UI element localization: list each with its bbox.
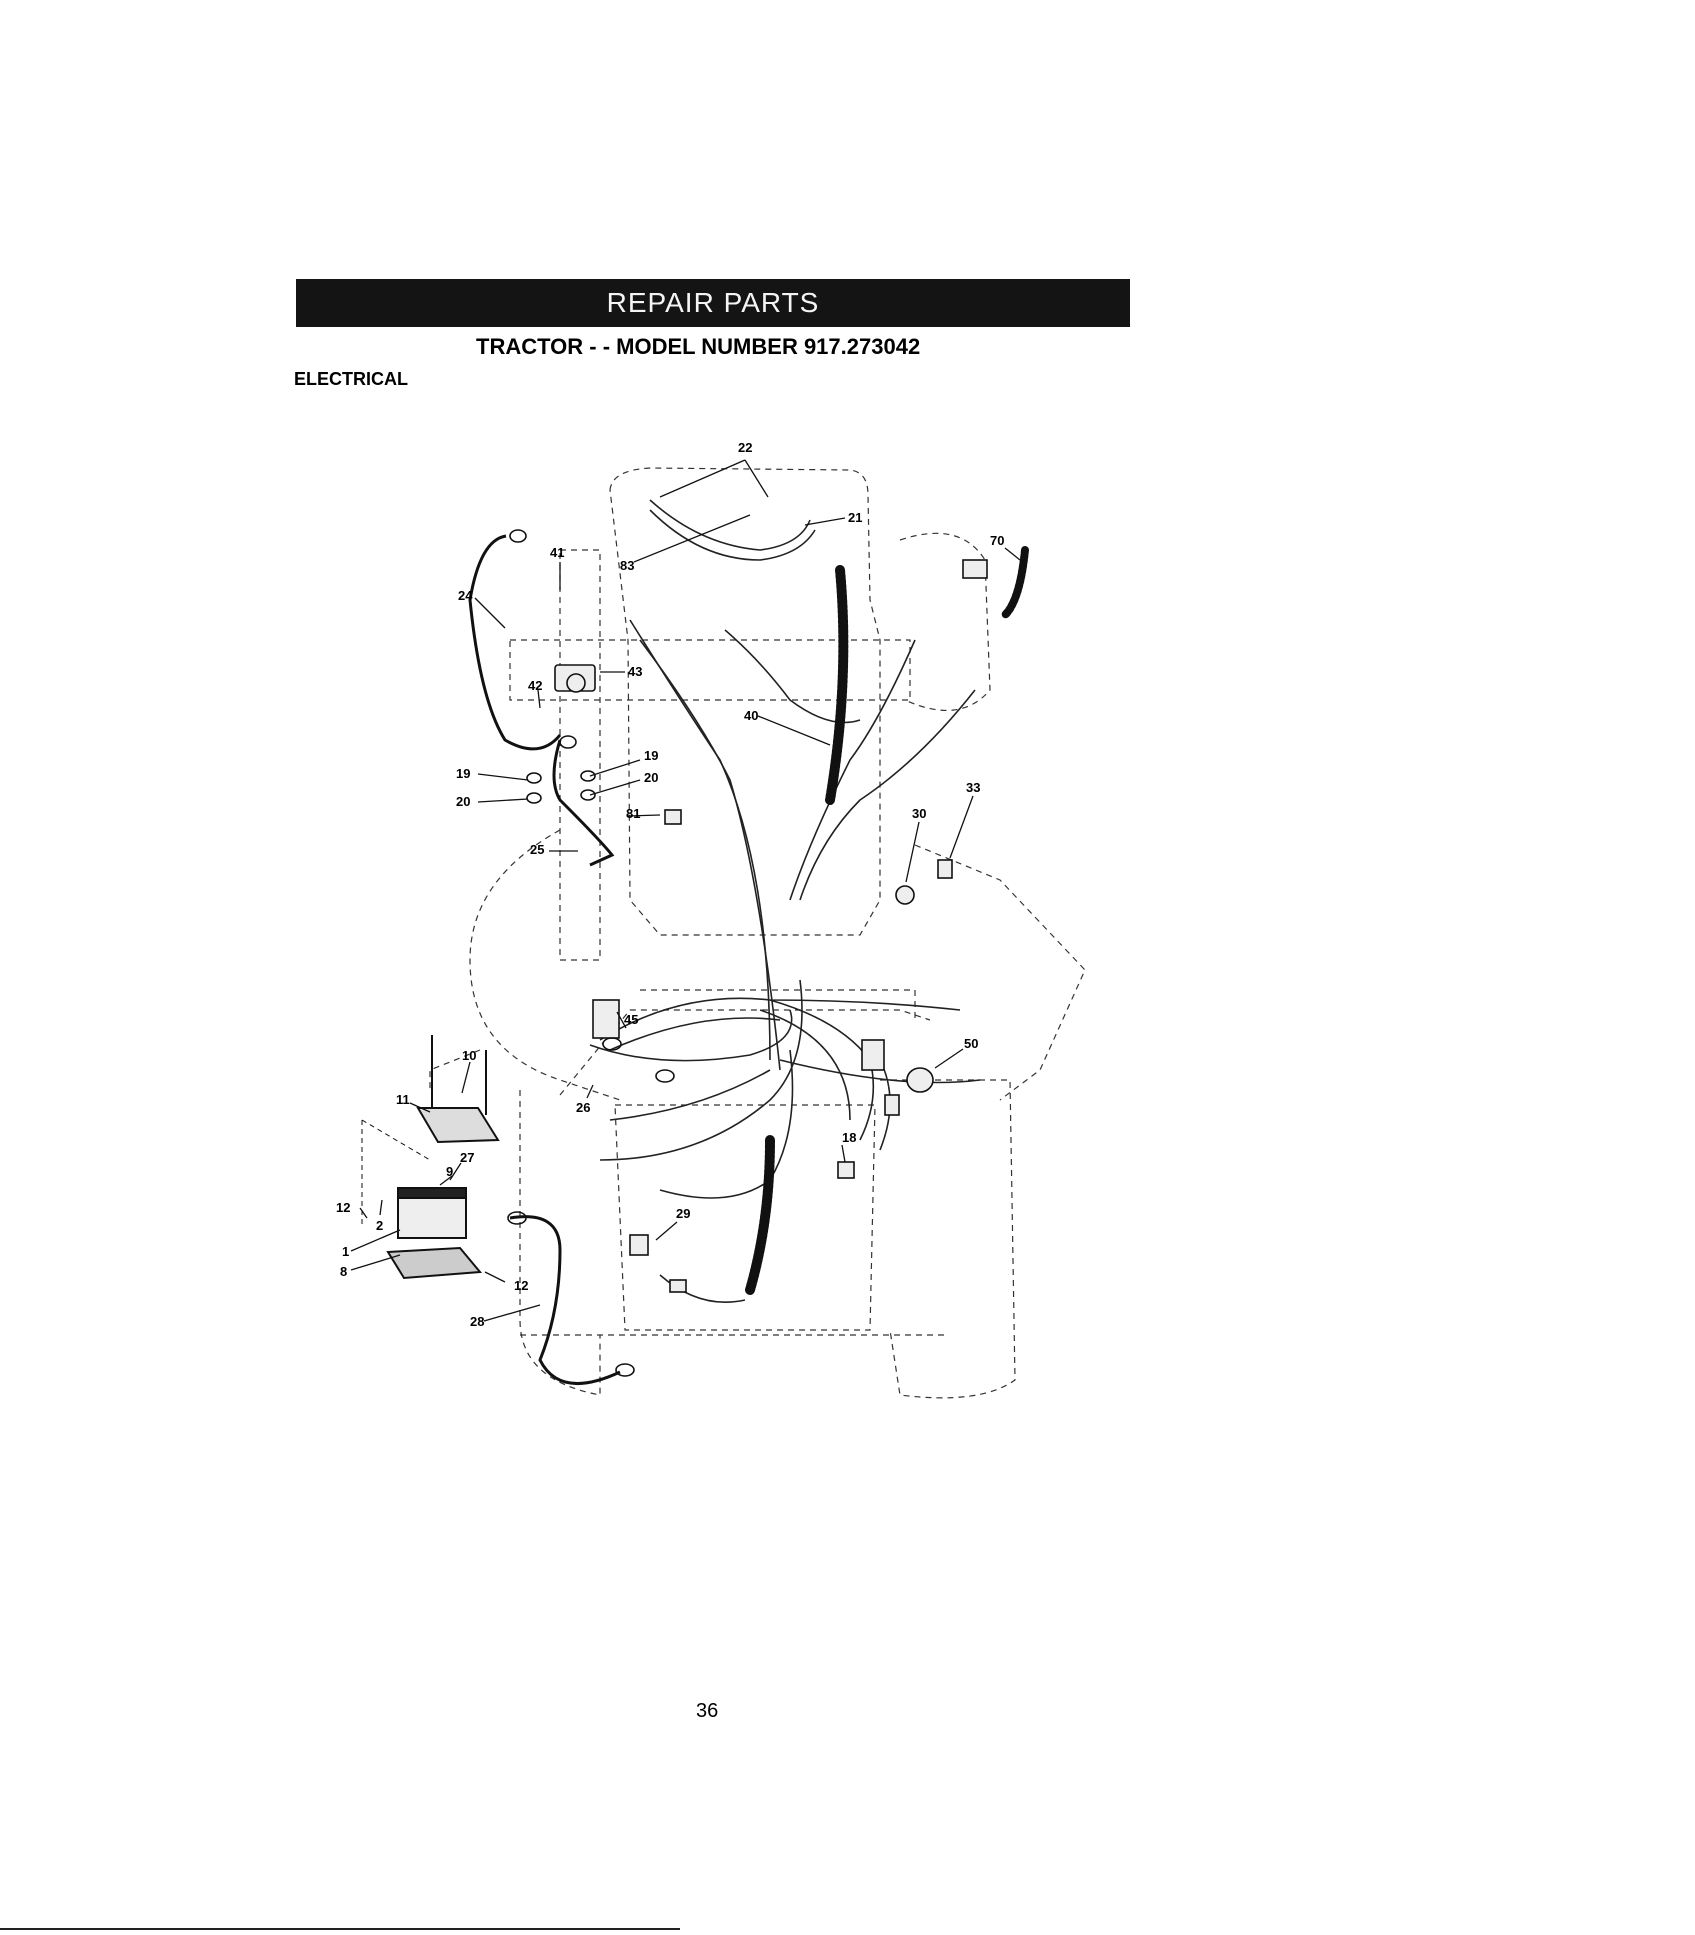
callout-43: 43 [628,664,642,679]
callout-12-left: 12 [336,1200,350,1215]
callout-20-left: 20 [456,794,470,809]
callout-81: 81 [626,806,640,821]
wire-harness [590,500,980,1302]
callout-70: 70 [990,533,1004,548]
coiled-wires [750,550,1025,1290]
callout-50: 50 [964,1036,978,1051]
callout-83: 83 [620,558,634,573]
callout-11: 11 [396,1092,410,1107]
bottom-rule [0,1928,680,1930]
callout-25: 25 [530,842,544,857]
callout-26: 26 [576,1100,590,1115]
callout-2: 2 [376,1218,383,1233]
callout-45: 45 [624,1012,638,1027]
callout-10: 10 [462,1048,476,1063]
callout-22: 22 [738,440,752,455]
callout-41: 41 [550,545,564,560]
callout-33: 33 [966,780,980,795]
ring-terminals [508,530,674,1376]
callout-24: 24 [458,588,473,603]
callout-21: 21 [848,510,862,525]
callout-40: 40 [744,708,758,723]
callout-42: 42 [528,678,542,693]
callout-19-right: 19 [644,748,658,763]
page-number: 36 [696,1700,718,1723]
callout-9: 9 [446,1164,453,1179]
callout-8: 8 [340,1264,347,1279]
callout-18: 18 [842,1130,856,1145]
callout-20-right: 20 [644,770,658,785]
callout-27: 27 [460,1150,474,1165]
callout-19-left: 19 [456,766,470,781]
callout-28: 28 [470,1314,484,1329]
callout-30: 30 [912,806,926,821]
callout-29: 29 [676,1206,690,1221]
callout-12-right: 12 [514,1278,528,1293]
callout-1: 1 [342,1244,349,1259]
